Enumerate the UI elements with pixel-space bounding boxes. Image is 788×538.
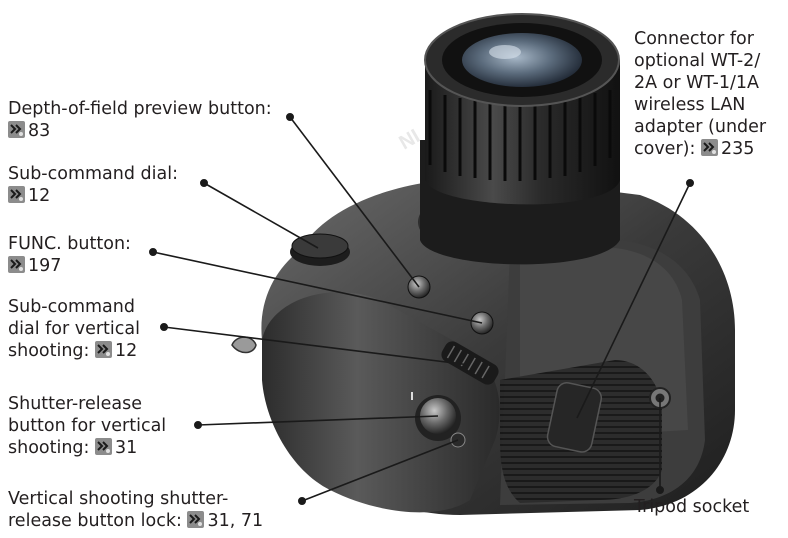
callout-line: cover): xyxy=(634,139,696,159)
callout-line: dial for vertical xyxy=(8,319,140,339)
camera-lens: NI xyxy=(396,13,620,265)
callout-shutter-release-lock: Vertical shooting shutter- release butto… xyxy=(8,488,263,532)
callout-line: optional WT-2/ xyxy=(634,51,761,71)
callout-line: Shutter-release xyxy=(8,394,142,414)
page-ref-icon xyxy=(187,511,205,528)
leader-shutter-vert xyxy=(197,415,439,426)
callout-line: wireless LAN xyxy=(634,95,746,115)
callout-line: shooting: xyxy=(8,341,90,361)
callout-line: release button lock: xyxy=(8,511,182,531)
callout-line: shooting: xyxy=(8,438,90,458)
page-ref: 235 xyxy=(720,139,755,159)
leader-func xyxy=(152,251,483,324)
callout-sub-command-dial: Sub-command dial: 12 xyxy=(8,163,178,207)
callout-line: Connector for xyxy=(634,29,754,49)
callout-func-button: FUNC. button: 197 xyxy=(8,233,131,277)
leader-lines xyxy=(149,113,694,505)
leader-subcmd-vert xyxy=(163,326,471,366)
leader-subcmd xyxy=(203,182,319,249)
page-ref-icon xyxy=(700,139,718,156)
page-ref-icon xyxy=(95,438,113,455)
callout-line: FUNC. button: xyxy=(8,234,131,254)
page-ref: 31 xyxy=(115,438,138,458)
page-ref: 12 xyxy=(28,186,51,206)
callout-tripod-socket: Tripod socket xyxy=(634,496,749,518)
page-ref: 197 xyxy=(28,256,62,276)
callout-sub-command-dial-vertical: Sub-command dial for vertical shooting: … xyxy=(8,296,140,362)
callout-line: 2A or WT-1/1A xyxy=(634,73,759,93)
callout-wireless-connector: Connector for optional WT-2/ 2A or WT-1/… xyxy=(634,28,766,160)
page-ref-icon xyxy=(8,256,25,273)
brand-lettering: NI xyxy=(396,125,424,154)
callout-line: button for vertical xyxy=(8,416,167,436)
page-ref: 12 xyxy=(115,341,138,361)
callout-line: Sub-command dial: xyxy=(8,164,178,184)
callout-line: Vertical shooting shutter- xyxy=(8,489,229,509)
leader-lock xyxy=(301,439,459,502)
page-ref-icon xyxy=(8,186,25,203)
leader-dof xyxy=(289,116,420,288)
leader-connector xyxy=(576,182,691,419)
callout-dof-preview: Depth-of-field preview button: 83 xyxy=(8,98,272,142)
page-ref-icon xyxy=(95,341,113,358)
page-ref: 83 xyxy=(28,121,51,141)
callout-line: adapter (under xyxy=(634,117,767,137)
page-ref-icon xyxy=(8,121,25,138)
callout-line: Depth-of-field preview button: xyxy=(8,99,272,119)
callout-shutter-release-vertical: Shutter-release button for vertical shoo… xyxy=(8,393,166,459)
callout-line: Tripod socket xyxy=(634,497,750,517)
callout-line: Sub-command xyxy=(8,297,135,317)
page-ref: 31, 71 xyxy=(207,511,264,531)
